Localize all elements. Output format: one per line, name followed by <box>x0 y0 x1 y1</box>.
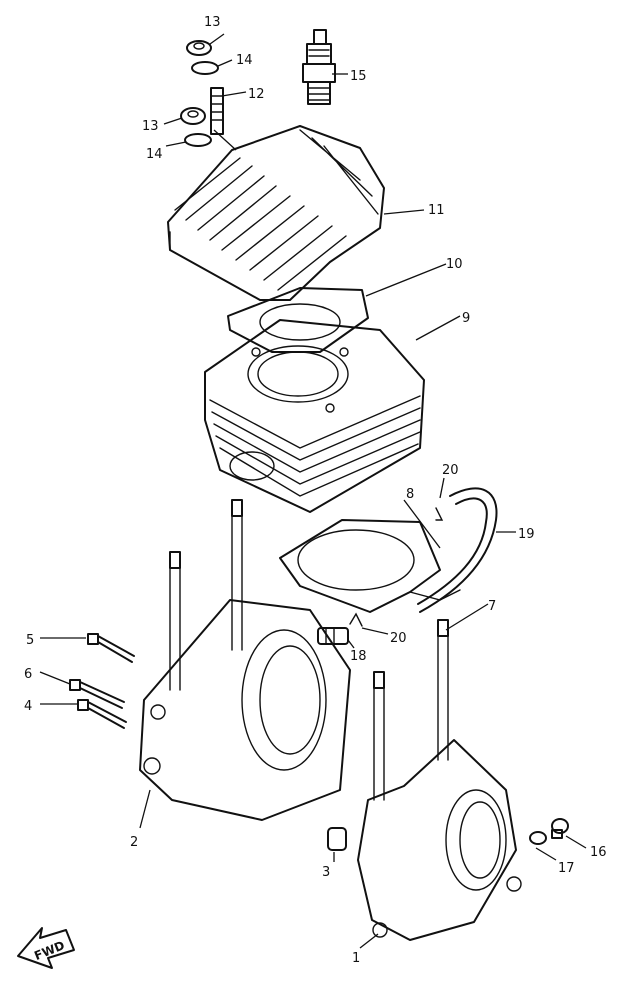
cylinder-head <box>167 125 385 301</box>
stud-right-front <box>373 671 385 689</box>
callout-1: 1 <box>352 951 360 966</box>
washer-lower <box>184 133 212 147</box>
callout-4: 4 <box>24 699 32 714</box>
callout-6: 6 <box>24 667 32 682</box>
nut-lower <box>180 107 206 125</box>
callout-13-lower: 13 <box>142 119 159 134</box>
stud-left-rear <box>231 499 243 517</box>
head-gasket <box>227 287 369 353</box>
callout-10: 10 <box>446 257 463 272</box>
stud-right-rear <box>437 619 449 637</box>
callout-9: 9 <box>462 311 470 326</box>
cylinder <box>204 319 425 513</box>
fwd-arrow-icon: FWD <box>17 927 75 969</box>
callout-14-upper: 14 <box>236 53 253 68</box>
callout-11: 11 <box>428 203 445 218</box>
spark-plug <box>302 29 336 105</box>
bolt-5 <box>87 633 135 663</box>
callout-20-upper: 20 <box>442 463 459 478</box>
callout-19: 19 <box>518 527 535 542</box>
base-gasket <box>279 519 461 613</box>
callout-2: 2 <box>130 835 138 850</box>
crankcase-right <box>357 621 522 941</box>
callout-13-upper: 13 <box>204 15 221 30</box>
dowel-pin <box>327 827 347 851</box>
callout-14-lower: 14 <box>146 147 163 162</box>
hose-clip-lower <box>349 612 363 627</box>
washer-upper <box>191 61 219 75</box>
callout-3: 3 <box>322 865 330 880</box>
bolt-6 <box>69 679 125 709</box>
callout-5: 5 <box>26 633 34 648</box>
stud-left-front <box>169 551 181 569</box>
leader-lines <box>39 33 587 949</box>
screw-16 <box>551 818 569 839</box>
callout-18: 18 <box>350 649 367 664</box>
callout-20-lower: 20 <box>390 631 407 646</box>
callout-17: 17 <box>558 861 575 876</box>
callout-16: 16 <box>590 845 607 860</box>
nut-upper <box>186 40 212 56</box>
callout-12: 12 <box>248 87 265 102</box>
callout-labels: 1 2 3 4 5 6 7 8 9 10 11 12 13 13 14 14 1… <box>24 15 607 966</box>
callout-8: 8 <box>406 487 414 502</box>
washer-17 <box>529 831 547 845</box>
oil-hose <box>417 487 498 613</box>
bolt-4 <box>77 699 127 729</box>
crankcase-left <box>139 499 351 821</box>
hose-clip-upper <box>435 507 444 521</box>
callout-7: 7 <box>488 599 496 614</box>
stud-bolt <box>210 87 224 135</box>
callout-15: 15 <box>350 69 367 84</box>
